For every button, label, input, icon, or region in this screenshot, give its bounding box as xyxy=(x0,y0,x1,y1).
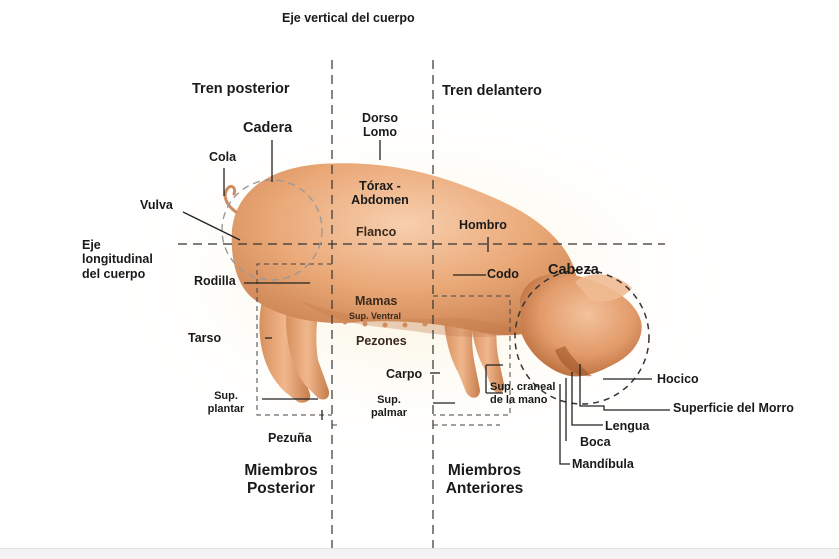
label-tarso: Tarso xyxy=(188,331,221,345)
label-pezuna: Pezuña xyxy=(268,431,312,445)
label-pezones: Pezones xyxy=(356,334,407,348)
label-torax-abdomen: Tórax - Abdomen xyxy=(340,179,420,208)
label-miembros-posterior: Miembros Posterior xyxy=(232,462,330,498)
bottom-strip xyxy=(0,548,839,559)
label-mandibula: Mandíbula xyxy=(572,457,634,471)
label-carpo: Carpo xyxy=(386,367,422,381)
label-codo: Codo xyxy=(487,267,519,281)
label-hocico: Hocico xyxy=(657,372,699,386)
vertical-axis-title: Eje vertical del cuerpo xyxy=(282,11,415,25)
label-rodilla: Rodilla xyxy=(194,274,236,288)
label-superficie-morro: Superficie del Morro xyxy=(673,401,794,415)
front-section-title: Tren delantero xyxy=(442,83,542,100)
label-sup-ventral: Sup. Ventral xyxy=(349,311,401,321)
label-sup-craneal: Sup. craneal de la mano xyxy=(490,381,560,406)
label-eje-longitudinal: Eje longitudinal del cuerpo xyxy=(82,238,172,281)
label-miembros-anteriores: Miembros Anteriores xyxy=(437,462,532,498)
label-cabeza: Cabeza xyxy=(548,262,599,279)
label-flanco: Flanco xyxy=(356,225,396,239)
label-vulva: Vulva xyxy=(140,198,173,212)
label-cola: Cola xyxy=(209,150,236,164)
label-mamas: Mamas xyxy=(355,294,397,308)
rear-section-title: Tren posterior xyxy=(192,81,290,98)
label-sup-plantar: Sup. plantar xyxy=(198,390,254,415)
label-hombro: Hombro xyxy=(459,218,507,232)
label-dorso-lomo: Dorso Lomo xyxy=(350,111,410,140)
label-sup-palmar: Sup. palmar xyxy=(360,394,418,419)
label-boca: Boca xyxy=(580,435,611,449)
label-cadera: Cadera xyxy=(243,120,292,137)
label-lengua: Lengua xyxy=(605,419,649,433)
